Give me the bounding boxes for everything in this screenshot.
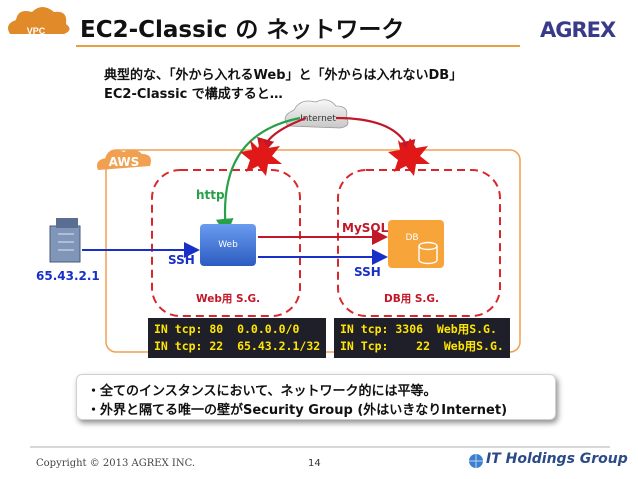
office-building-icon <box>49 218 81 263</box>
callout-line-2: ・外界と隔てる唯一の壁がSecurity Group (外はいきなりIntern… <box>87 403 508 418</box>
web-sg-label: Web用 S.G. <box>196 293 260 305</box>
subtitle-line-2: EC2-Classic で構成すると… <box>104 87 283 102</box>
web-rule-2: IN tcp: 22 65.43.2.1/32 <box>154 339 321 353</box>
web-label: Web <box>218 240 238 250</box>
ssh-db-label: SSH <box>354 265 381 279</box>
agrex-logo-text: AGREX <box>540 18 616 42</box>
subtitle-line-1: 典型的な、「外から入れるWeb」と「外からは入れないDB」 <box>104 68 463 83</box>
vpc-cloud-icon: VPC <box>8 7 70 36</box>
db-security-group <box>337 169 501 317</box>
blocked-burst-icon-db <box>388 138 430 176</box>
header-band <box>0 0 638 46</box>
page-title: EC2-Classic の ネットワーク <box>80 17 405 43</box>
vpc-badge-text: VPC <box>27 26 46 36</box>
subtitle: 典型的な、「外から入れるWeb」と「外からは入れないDB」 EC2-Classi… <box>104 66 462 104</box>
mysql-label: MySQL <box>342 221 389 235</box>
internet-label: Internet <box>300 114 336 124</box>
http-arrow <box>215 116 301 237</box>
db-label: DB <box>405 233 418 243</box>
copyright-text: Copyright © 2013 AGREX INC. <box>36 458 196 469</box>
it-holdings-globe-icon <box>469 454 483 468</box>
agrex-logo: AGREX <box>540 18 616 42</box>
db-sg-label: DB用 S.G. <box>384 293 439 305</box>
client-ip-label: 65.43.2.1 <box>36 269 100 283</box>
summary-callout: ・全てのインスタンスにおいて、ネットワーク的には平等。 ・外界と隔てる唯一の壁が… <box>76 374 556 420</box>
db-sg-rules: IN tcp: 3306 Web用S.G. IN Tcp: 22 Web用S.G. <box>334 318 510 358</box>
db-rule-2: IN Tcp: 22 Web用S.G. <box>340 339 504 353</box>
db-rule-1: IN tcp: 3306 Web用S.G. <box>340 322 497 336</box>
aws-cloud-icon: AWS <box>97 149 151 170</box>
aws-label: AWS <box>109 155 140 169</box>
web-sg-rules: IN tcp: 80 0.0.0.0/0 IN tcp: 22 65.43.2.1… <box>148 318 327 358</box>
callout-line-1: ・全てのインスタンスにおいて、ネットワーク的には平等。 <box>87 384 437 399</box>
blocked-burst-icon-web <box>240 138 282 176</box>
it-holdings-logo-text: IT Holdings Group <box>486 451 628 467</box>
page-number: 14 <box>308 458 321 469</box>
db-server-icon: DB <box>388 220 444 268</box>
web-server-icon: Web <box>200 224 256 266</box>
web-rule-1: IN tcp: 80 0.0.0.0/0 <box>154 322 300 336</box>
web-security-group <box>151 169 301 317</box>
http-label: http <box>196 188 225 202</box>
ssh-web-label: SSH <box>168 253 195 267</box>
